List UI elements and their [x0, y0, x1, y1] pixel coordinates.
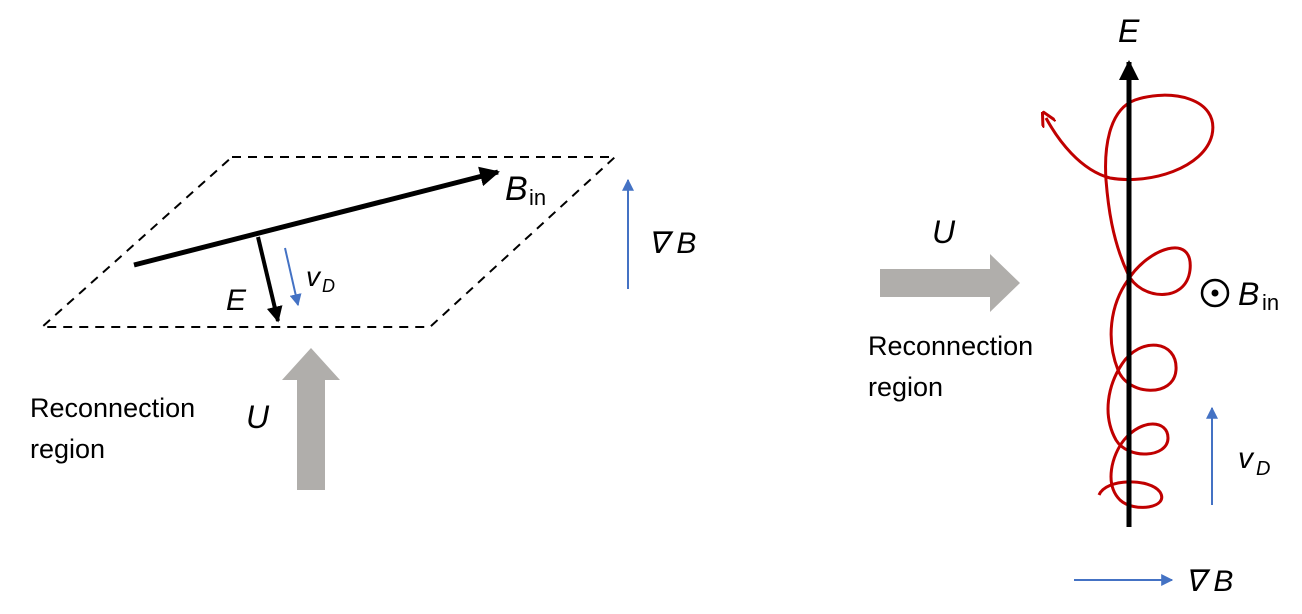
- b-out-of-page-icon: [1200, 278, 1230, 308]
- b-field-subscript-right: in: [1262, 290, 1279, 315]
- e-field-arrow: [256, 236, 283, 323]
- e-field-label: E: [226, 284, 247, 317]
- drift-velocity-subscript: D: [322, 276, 335, 296]
- inflow-label-right: U: [932, 214, 956, 250]
- region-label-line2-right: region: [868, 372, 943, 402]
- e-field-label-right: E: [1118, 13, 1140, 49]
- grad-b-label: ∇ B: [648, 227, 696, 260]
- b-field-subscript: in: [529, 185, 546, 210]
- drift-velocity-label: v: [306, 261, 322, 292]
- inflow-label: U: [246, 399, 270, 435]
- region-label-line1: Reconnection: [30, 393, 195, 423]
- region-label-line2: region: [30, 434, 105, 464]
- particle-orbit: [1046, 93, 1215, 509]
- grad-b-label-right: ∇ B: [1185, 565, 1233, 598]
- drift-velocity-subscript-right: D: [1256, 458, 1270, 480]
- drift-velocity-label-right: v: [1238, 442, 1255, 475]
- right-panel: E U Reconnection region B in v D ∇ B: [868, 13, 1279, 598]
- b-field-arrow: [133, 166, 500, 268]
- left-panel: B in E v D ∇ B U Reconnection region: [30, 156, 696, 490]
- reconnection-plane: [39, 156, 618, 328]
- region-label-line1-right: Reconnection: [868, 331, 1033, 361]
- b-out-of-page-dot: [1211, 289, 1219, 297]
- b-field-label: B: [505, 170, 528, 208]
- drift-velocity-arrow: [284, 247, 302, 307]
- inflow-arrow: [282, 348, 340, 490]
- inflow-arrow-right: [880, 254, 1020, 312]
- b-field-label-right: B: [1238, 276, 1259, 312]
